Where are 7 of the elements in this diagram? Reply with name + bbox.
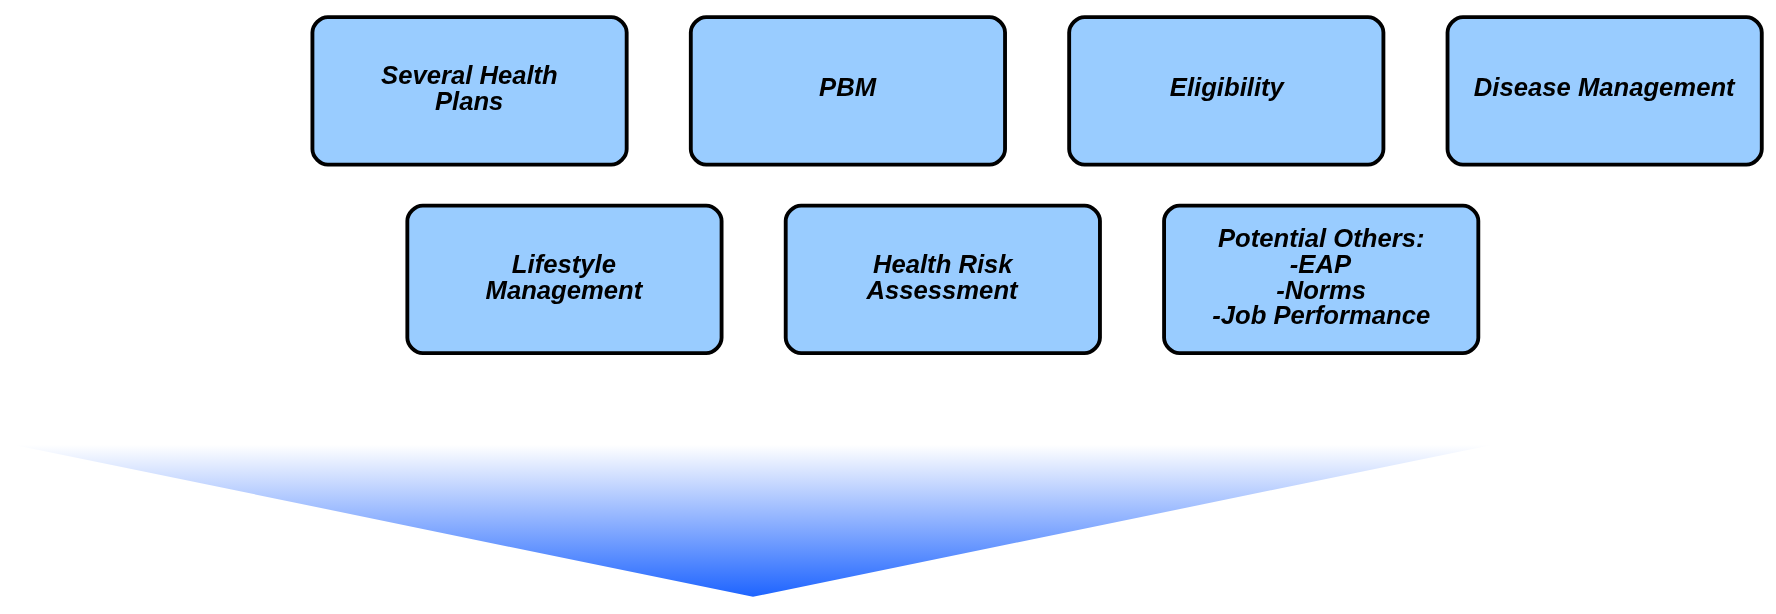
node-box: PBM <box>688 15 1007 167</box>
node-box: Lifestyle Management <box>405 203 724 356</box>
node-box: Potential Others: -EAP -Norms -Job Performance <box>1162 203 1481 356</box>
node-box: Several Health Plans <box>310 15 629 167</box>
node-box: Eligibility <box>1067 15 1386 167</box>
node-box: Disease Management <box>1445 15 1764 167</box>
node-box: Health Risk Assessment <box>783 203 1102 356</box>
